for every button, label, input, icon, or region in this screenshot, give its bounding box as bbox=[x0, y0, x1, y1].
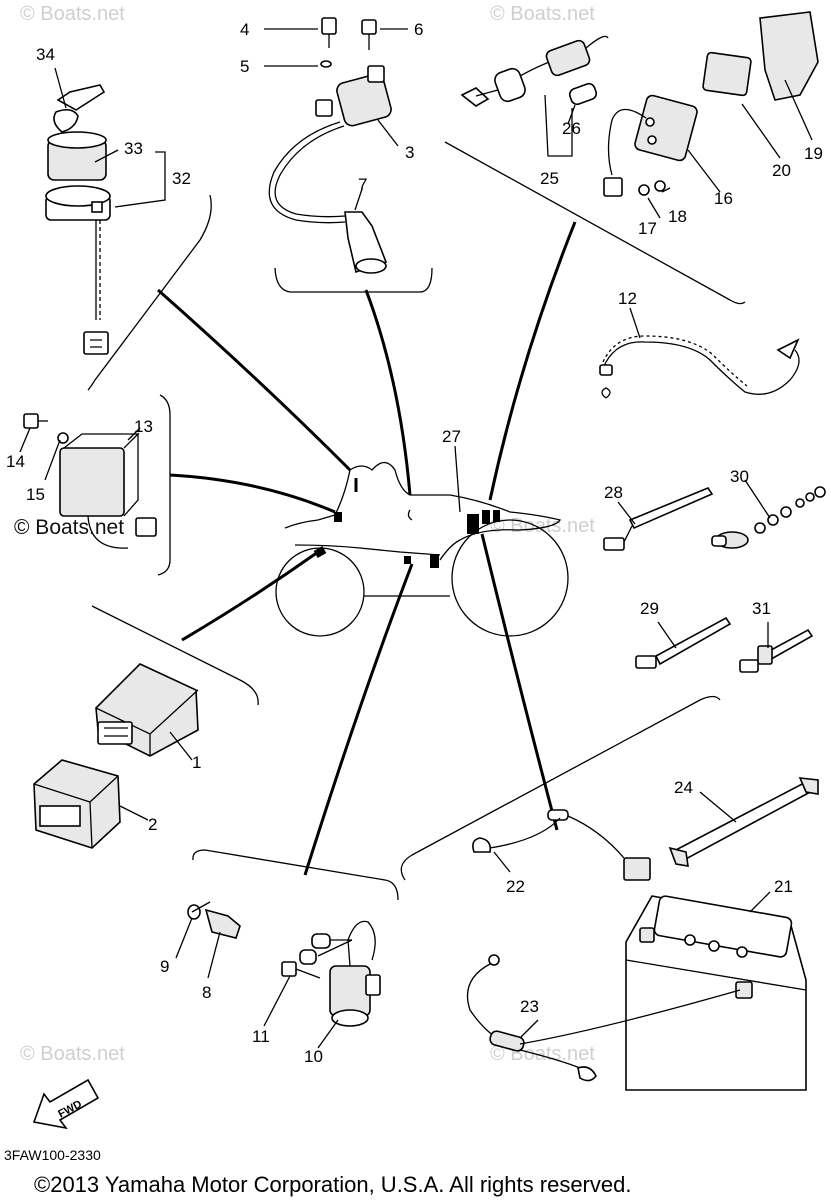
battery-assembly bbox=[625, 895, 807, 1091]
leader-29 bbox=[657, 621, 677, 649]
leader-25 bbox=[544, 94, 573, 157]
leader-8 bbox=[207, 931, 221, 979]
callout-27: 27 bbox=[442, 427, 461, 446]
battery-cable-23 bbox=[466, 954, 741, 1082]
fwd-arrow-icon: FWD bbox=[32, 1078, 100, 1130]
leader-30 bbox=[744, 479, 771, 519]
clamp-30 bbox=[711, 486, 826, 549]
callout-28: 28 bbox=[604, 483, 623, 502]
callout-8: 8 bbox=[202, 983, 211, 1002]
callout-34: 34 bbox=[36, 45, 55, 64]
ignition-coil-assembly bbox=[268, 17, 392, 274]
callout-25: 25 bbox=[540, 169, 559, 188]
callout-31: 31 bbox=[752, 599, 771, 618]
leader-22 bbox=[493, 851, 511, 873]
callout-17: 17 bbox=[638, 219, 657, 238]
watermark-top-right: © Boats.net bbox=[490, 3, 595, 25]
leader-13 bbox=[127, 427, 141, 441]
leader-23 bbox=[519, 1019, 539, 1039]
callout-labels: 1 2 3 4 5 6 7 8 9 10 11 12 13 14 15 16 1… bbox=[6, 20, 823, 1066]
leader-12 bbox=[629, 307, 641, 339]
callout-29: 29 bbox=[640, 599, 659, 618]
cdi-cover bbox=[33, 759, 121, 849]
leader-3 bbox=[377, 119, 399, 147]
leader-21 bbox=[749, 891, 771, 913]
watermark-top-left: © Boats.net bbox=[20, 3, 125, 25]
callout-6: 6 bbox=[414, 20, 423, 39]
callout-33: 33 bbox=[124, 139, 143, 158]
watermark-bottom-left: © Boats.net bbox=[20, 1043, 125, 1065]
leader-17 bbox=[647, 197, 661, 219]
callout-19: 19 bbox=[804, 144, 823, 163]
callout-26: 26 bbox=[562, 119, 581, 138]
callout-10: 10 bbox=[304, 1047, 323, 1066]
callout-32: 32 bbox=[172, 169, 191, 188]
leader-11 bbox=[263, 975, 291, 1027]
vehicle-outline bbox=[275, 461, 569, 637]
leader-7 bbox=[354, 188, 363, 211]
callout-24: 24 bbox=[674, 778, 693, 797]
leader-16 bbox=[687, 149, 721, 193]
group-leader-lines bbox=[157, 221, 577, 876]
leader-2 bbox=[119, 805, 149, 821]
cable-tie-28 bbox=[603, 487, 714, 551]
leader-32 bbox=[114, 151, 166, 208]
leader-19 bbox=[784, 79, 813, 141]
callout-23: 23 bbox=[520, 997, 539, 1016]
callout-4: 4 bbox=[240, 20, 249, 39]
watermark-center: © Boats.net bbox=[490, 515, 595, 537]
diagram-code: 3FAW100-2330 bbox=[4, 1147, 101, 1163]
battery-cable-22 bbox=[472, 809, 651, 881]
callout-3: 3 bbox=[405, 143, 414, 162]
leader-18 bbox=[661, 187, 671, 193]
watermark-overlay: © Boats.net bbox=[14, 516, 124, 539]
callout-5: 5 bbox=[240, 57, 249, 76]
group-brackets bbox=[87, 141, 746, 901]
leader-14 bbox=[19, 427, 31, 453]
callout-2: 2 bbox=[148, 815, 157, 834]
callout-9: 9 bbox=[160, 957, 169, 976]
callout-21: 21 bbox=[774, 877, 793, 896]
leader-26 bbox=[567, 104, 576, 125]
leader-27 bbox=[454, 445, 461, 513]
leader-24 bbox=[699, 791, 737, 823]
leader-33 bbox=[94, 149, 119, 163]
leader-10 bbox=[317, 1019, 339, 1049]
main-switch-assembly bbox=[45, 84, 111, 355]
callout-12: 12 bbox=[618, 289, 637, 308]
cdi-unit bbox=[95, 663, 199, 757]
callout-22: 22 bbox=[506, 877, 525, 896]
copyright-text: ©2013 Yamaha Motor Corporation, U.S.A. A… bbox=[34, 1172, 631, 1197]
callout-18: 18 bbox=[668, 207, 687, 226]
leader-15 bbox=[44, 439, 61, 481]
starter-relay-assembly bbox=[460, 11, 819, 197]
leader-28 bbox=[617, 501, 636, 525]
cable-tie-31 bbox=[739, 628, 814, 673]
leader-9 bbox=[175, 917, 193, 959]
callout-30: 30 bbox=[730, 467, 749, 486]
leader-20 bbox=[741, 103, 781, 159]
callout-15: 15 bbox=[26, 485, 45, 504]
callout-7: 7 bbox=[358, 175, 367, 194]
leader-34 bbox=[54, 67, 67, 109]
leader-1 bbox=[169, 731, 193, 761]
callout-13: 13 bbox=[134, 417, 153, 436]
callout-14: 14 bbox=[6, 452, 25, 471]
callout-11: 11 bbox=[252, 1027, 270, 1046]
wire-lead-12 bbox=[599, 335, 800, 399]
neutral-switch-assembly bbox=[187, 904, 381, 1027]
leader-9-ref bbox=[191, 901, 211, 913]
cable-tie-29 bbox=[635, 616, 732, 669]
callout-1: 1 bbox=[192, 753, 201, 772]
callout-16: 16 bbox=[714, 189, 733, 208]
callout-20: 20 bbox=[772, 161, 791, 180]
battery-band-24 bbox=[668, 777, 819, 867]
